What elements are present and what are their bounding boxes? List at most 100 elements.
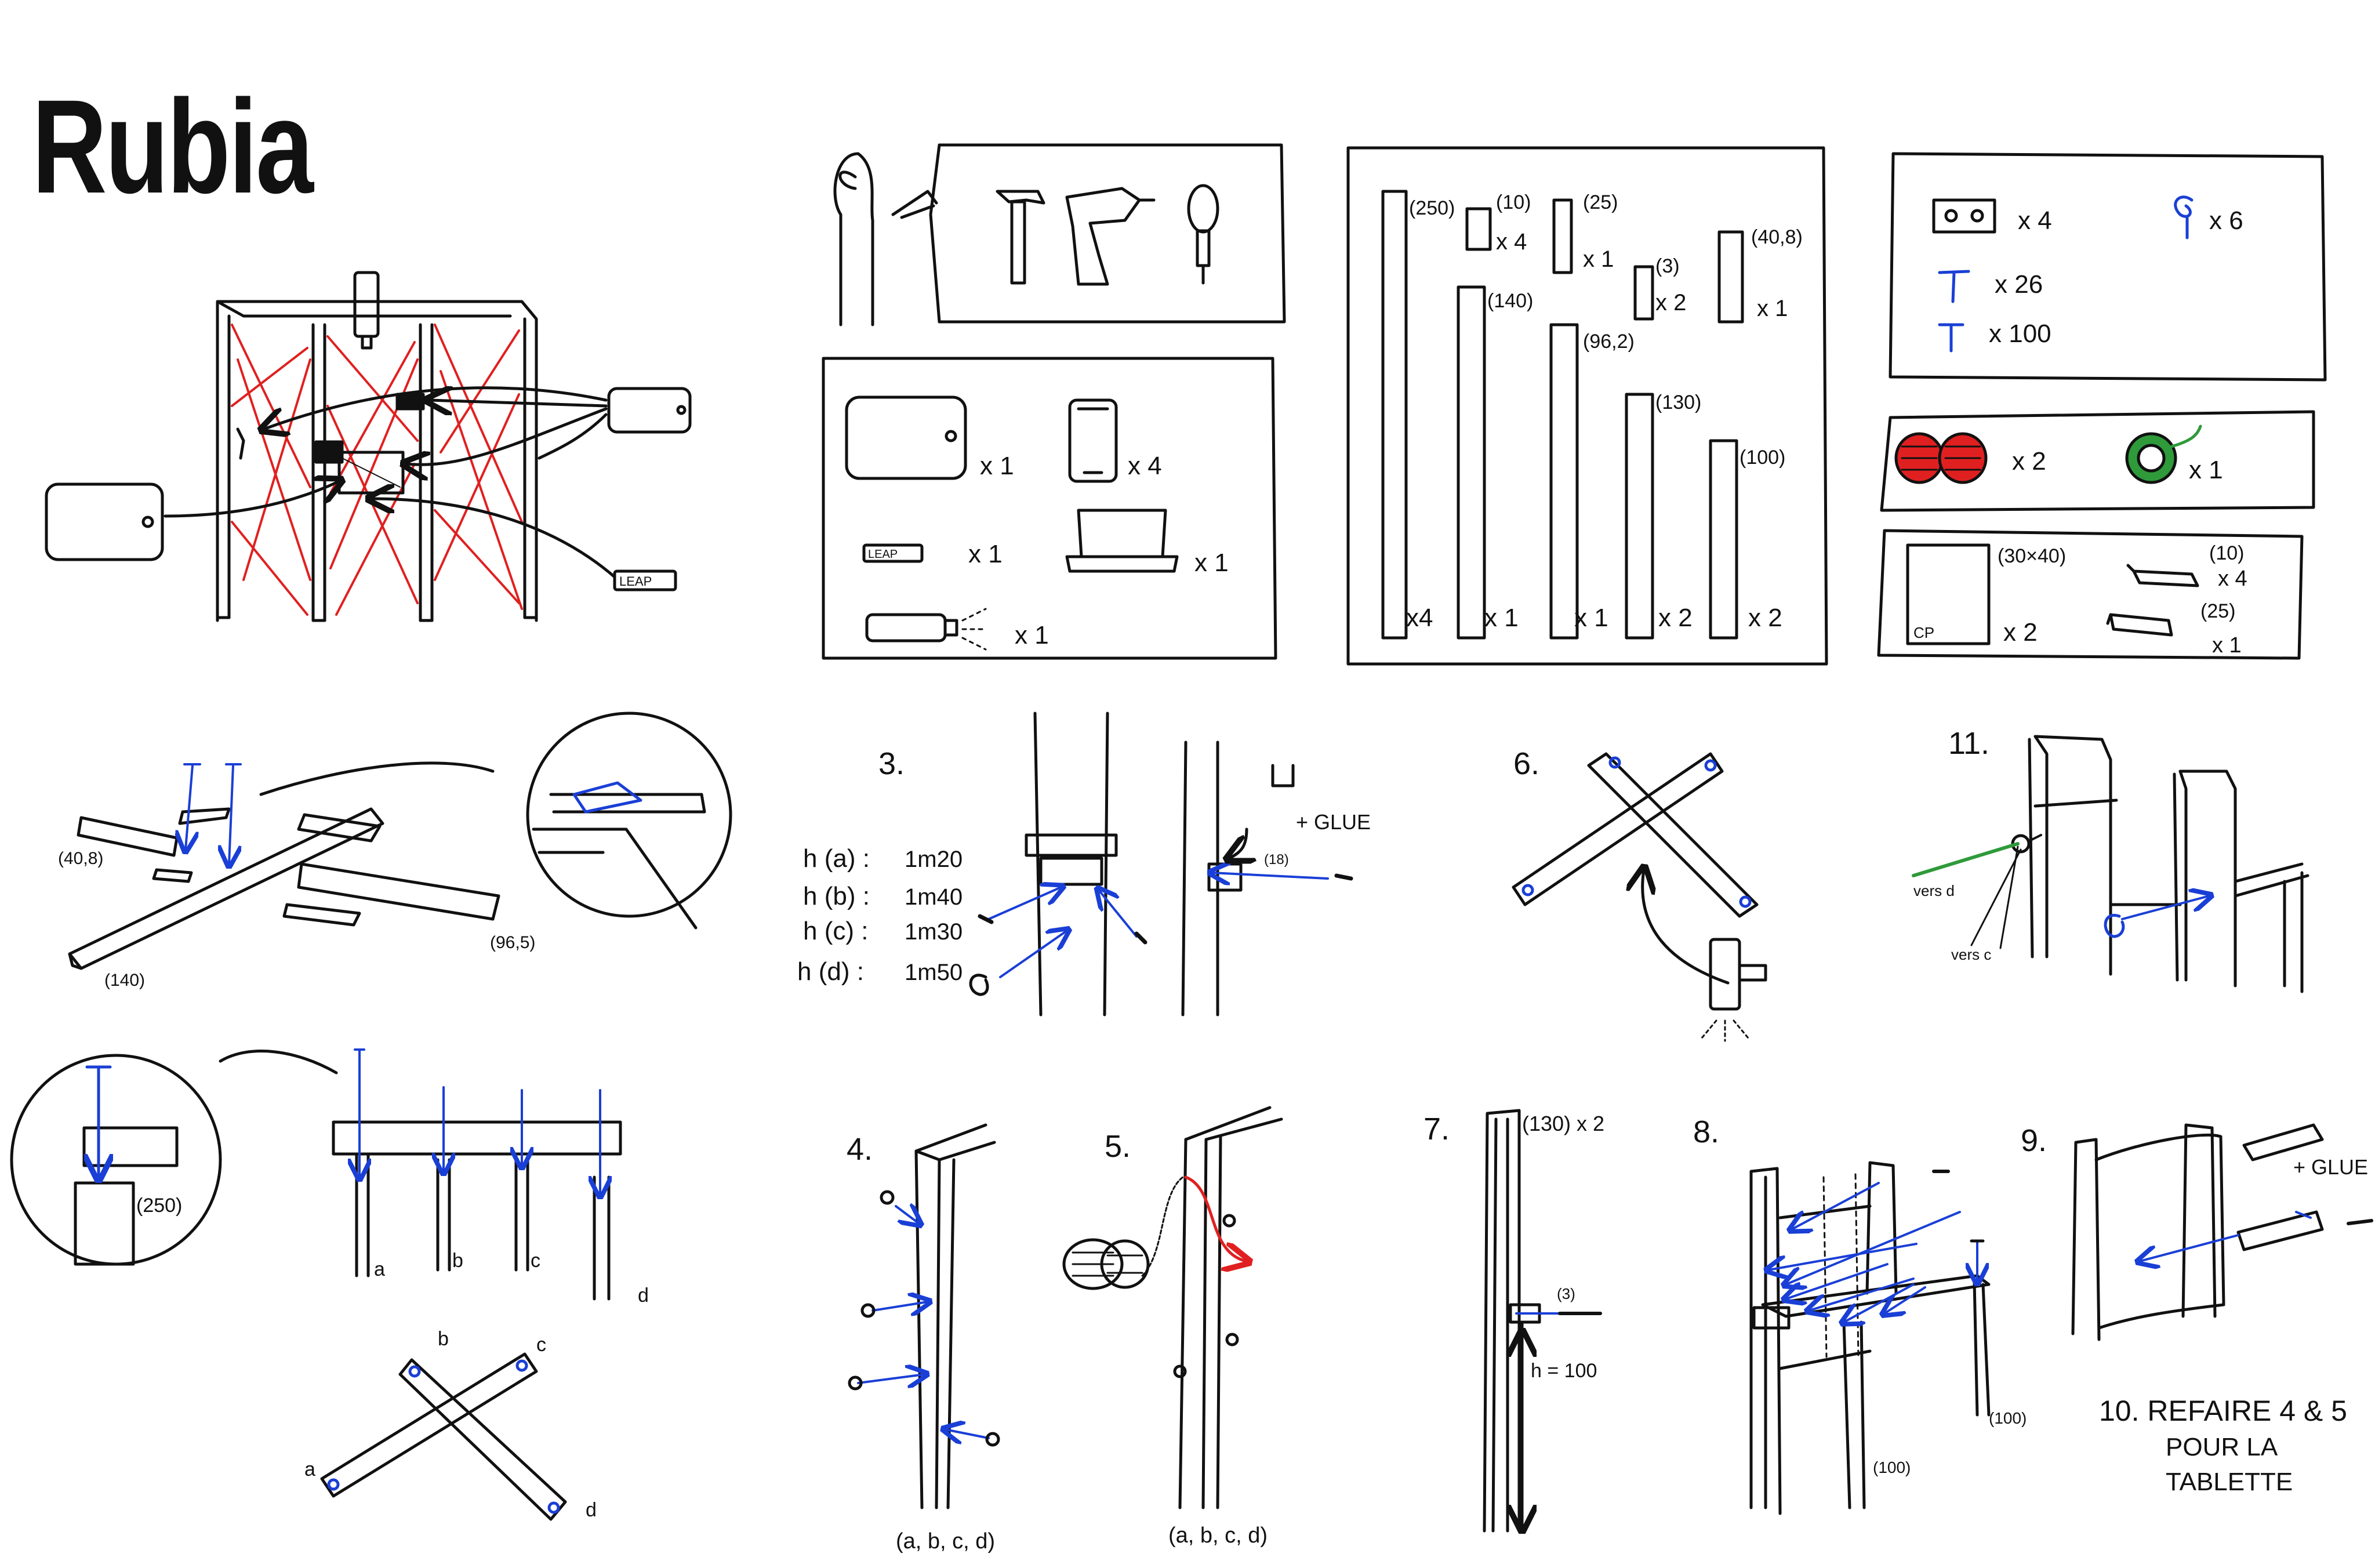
qty-label: x 4: [1128, 452, 1162, 480]
step10-line: TABLETTE: [2166, 1468, 2293, 1496]
step-number: 4.: [847, 1132, 873, 1167]
glue-label: + GLUE: [1296, 810, 1371, 834]
sheets-panel: [1877, 529, 2304, 660]
cross-brace: [320, 1352, 538, 1498]
qty-label: x 2: [1655, 290, 1686, 315]
laptop-icon: [1065, 509, 1179, 573]
leg-label: d: [638, 1284, 649, 1306]
leg-label: b: [452, 1250, 463, 1272]
leg-label: d: [586, 1499, 597, 1521]
electronics-panel: [822, 357, 1277, 660]
size-label: (40,8): [58, 849, 103, 868]
size-label: (10): [2209, 542, 2244, 564]
size-label: (10): [1496, 191, 1531, 213]
qty-label: x 1: [1484, 604, 1519, 632]
hook-icon: [2174, 195, 2194, 239]
step-frame: [68, 712, 732, 970]
leg-label: b: [438, 1328, 449, 1350]
hammer-icon: [996, 190, 1045, 285]
step-8: [1749, 1161, 1991, 1515]
board: [1717, 230, 1744, 324]
step-legs: [10, 1048, 622, 1521]
size-label: (140): [104, 971, 145, 990]
qty-label: x 2: [2012, 447, 2046, 476]
height-value: 1m40: [905, 884, 963, 910]
qty-label: x4: [1406, 604, 1433, 632]
size-label: (96,2): [1583, 331, 1635, 353]
step-number: 7.: [1423, 1112, 1450, 1146]
string-label: vers d: [1913, 882, 1955, 899]
glue-label: + GLUE: [2293, 1155, 2368, 1179]
wood-panel: [1346, 146, 1828, 666]
plywood-icon: [1906, 543, 1991, 645]
height-name: h (b) :: [803, 882, 870, 910]
size-label: (140): [1487, 290, 1533, 312]
step-number: 3.: [878, 746, 905, 781]
overview-installation: [45, 271, 692, 622]
height-name: h (d) :: [797, 957, 864, 986]
qty-label: x 1: [980, 452, 1014, 480]
wire-coil-icon: [2125, 424, 2202, 484]
size-label: (25): [1583, 191, 1618, 213]
step10-line: 10. REFAIRE 4 & 5: [2099, 1395, 2347, 1427]
qty-label: x 2: [1658, 604, 1693, 632]
qty-label: x 26: [1995, 270, 2043, 299]
step-4: [848, 1123, 1000, 1509]
qty-label: x 1: [968, 540, 1003, 568]
tablet-icon: [607, 387, 692, 434]
height-name: h (c) :: [803, 917, 868, 945]
step-number: 8.: [1693, 1115, 1719, 1149]
size-label: (250): [136, 1195, 182, 1217]
qty-label: x 1: [1757, 296, 1788, 321]
size-label: (30×40): [1998, 545, 2066, 567]
cp-label: CP: [1913, 624, 1934, 641]
page-title: Rubia: [32, 72, 314, 221]
step-5: [1062, 1106, 1283, 1509]
height-value: 1m30: [905, 919, 963, 945]
leap-motion-icon: [862, 543, 924, 563]
size-label: (100): [1873, 1458, 1911, 1476]
leg-label: a: [304, 1458, 315, 1480]
qty-label: x 4: [2018, 206, 2052, 235]
qty-label: x 2: [1748, 604, 1782, 632]
size-label: (18): [1264, 852, 1289, 868]
qty-label: x 4: [2218, 567, 2247, 591]
cross-brace: [398, 1358, 567, 1521]
size-label: (100): [1989, 1409, 2027, 1427]
drill-icon: [1065, 187, 1156, 286]
step-6: [1512, 752, 1767, 1042]
size-label: (3): [1557, 1285, 1575, 1302]
string-label: vers c: [1951, 946, 1991, 963]
leg-label: c: [531, 1250, 540, 1272]
size-label: (100): [1740, 447, 1785, 469]
channel-icon: [2106, 564, 2199, 637]
leg-label: a: [374, 1258, 385, 1280]
qty-label: x 4: [1496, 229, 1527, 255]
size-label: (130): [1655, 391, 1701, 413]
qty-label: x 1: [1194, 549, 1229, 577]
step-9: [2071, 1123, 2373, 1341]
yarn-ball-icon: [1894, 432, 1988, 484]
qty-label: x 2: [2003, 618, 2038, 647]
nail-icon: [1938, 323, 1964, 353]
person-icon: [833, 152, 874, 326]
leap-label: LEAP: [868, 548, 898, 561]
yarn-ball-icon: [1062, 1238, 1150, 1290]
caption: (a, b, c, d): [896, 1529, 995, 1554]
tablet-icon: [845, 395, 967, 480]
step-7: [1483, 1109, 1602, 1531]
step10-line: POUR LA: [2166, 1433, 2278, 1461]
qty-label: x 1: [1015, 621, 1049, 649]
screw-icon: [1938, 270, 1970, 303]
qty-label: x 100: [1989, 320, 2051, 348]
board: [1465, 207, 1492, 251]
board: [1381, 190, 1408, 640]
tablet-icon: [45, 482, 164, 561]
qty-label: x 1: [2189, 456, 2223, 484]
height-label: h = 100: [1531, 1360, 1597, 1382]
size-label: (96,5): [490, 933, 535, 952]
step-number: 6.: [1513, 746, 1539, 781]
step-11: [1912, 735, 2309, 993]
leg-label: c: [536, 1334, 546, 1356]
hardware-panel: [1889, 152, 2327, 382]
